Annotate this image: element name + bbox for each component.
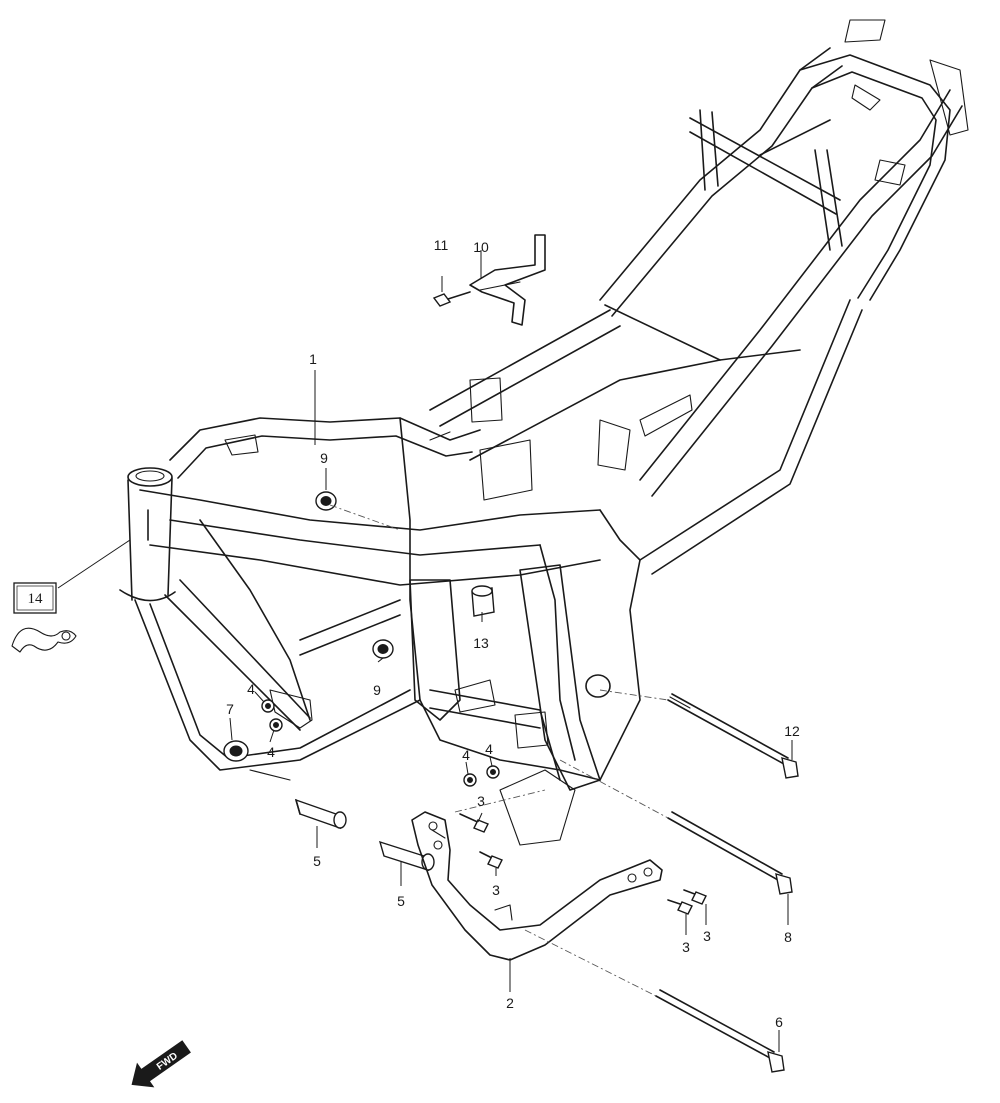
spacer-part-13 bbox=[471, 585, 495, 617]
bolt-part-12 bbox=[667, 693, 799, 779]
bracket-part-10 bbox=[469, 234, 546, 326]
callout-5a: 5 bbox=[313, 853, 321, 869]
callout-12: 12 bbox=[784, 723, 800, 739]
callout-2: 2 bbox=[506, 995, 514, 1011]
callout-4a: 4 bbox=[247, 681, 255, 697]
callout-13: 13 bbox=[473, 635, 489, 651]
callout-8: 8 bbox=[784, 929, 792, 945]
callout-7: 7 bbox=[226, 701, 234, 717]
alignment-lines bbox=[329, 504, 669, 997]
callout-4d: 4 bbox=[485, 741, 493, 757]
callout-3d: 3 bbox=[703, 928, 711, 944]
bolt-part-6 bbox=[655, 989, 785, 1073]
fwd-direction-arrow: FWD bbox=[131, 1040, 191, 1088]
boxed-callout-14: 14 bbox=[13, 582, 57, 614]
callout-6: 6 bbox=[775, 1014, 783, 1030]
main-frame bbox=[119, 19, 969, 846]
bolt-part-3 bbox=[459, 813, 707, 915]
callout-4b: 4 bbox=[267, 744, 275, 760]
callout-11: 11 bbox=[434, 237, 449, 253]
callout-5b: 5 bbox=[397, 893, 405, 909]
callout-3c: 3 bbox=[682, 939, 690, 955]
boxed-callout-14-label: 14 bbox=[28, 591, 44, 607]
callout-3a: 3 bbox=[477, 793, 485, 809]
leader-lines bbox=[57, 250, 793, 1052]
bolt-part-11 bbox=[432, 291, 471, 307]
callout-10: 10 bbox=[473, 239, 489, 255]
bushing-part-7 bbox=[223, 740, 249, 762]
callout-1: 1 bbox=[309, 351, 317, 367]
wire-harness-icon bbox=[11, 627, 77, 653]
callout-4c: 4 bbox=[462, 747, 470, 763]
engine-hanger-part-2 bbox=[411, 811, 663, 961]
nut-part-4 bbox=[261, 699, 500, 787]
bushing-part-9 bbox=[315, 491, 394, 659]
callout-9b: 9 bbox=[373, 682, 381, 698]
callout-9a: 9 bbox=[320, 450, 328, 466]
callout-labels: 1 2 3 3 3 3 4 4 4 4 5 5 6 7 8 9 9 10 11 … bbox=[226, 237, 800, 1030]
collar-part-5 bbox=[294, 798, 435, 872]
callout-3b: 3 bbox=[492, 882, 500, 898]
bolt-part-8 bbox=[667, 811, 793, 895]
